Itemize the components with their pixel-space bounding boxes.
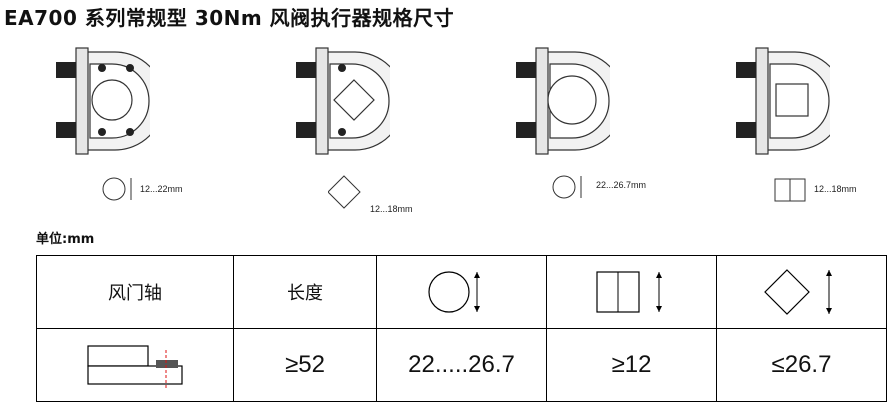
clamp-diamond-icon [296,47,390,155]
spec-table: 风门轴 长度 [36,255,887,402]
round-shaft-icon [552,175,582,199]
actuator-side-view [36,328,234,402]
clamp-round-large-icon [516,47,610,155]
diamond-shaft-icon [328,175,361,209]
diamond-shaft-icon [763,269,832,315]
spec-label: 22...26.7mm [596,180,647,190]
round-shaft-icon [427,271,480,313]
value-diamond: ≤26.7 [716,328,887,402]
clamp-drawing-round-large [510,42,610,162]
clamp-drawing-square [730,42,830,162]
header-square-shaft [546,255,717,329]
value-length: ≥52 [233,328,377,402]
round-shaft-icon [102,177,132,201]
value-square: ≥12 [546,328,717,402]
square-shaft-icon [774,178,806,202]
actuator-drawing-icon [87,345,183,388]
header-diamond-shaft [716,255,887,329]
spec-diamond: 12...18mm [328,174,428,218]
header-round-shaft [376,255,547,329]
spec-label: 12...22mm [140,184,183,194]
value-round: 22.....26.7 [376,328,547,402]
spec-round-large: 22...26.7mm [550,174,660,218]
header-length: 长度 [233,255,377,329]
spec-round-small: 12...22mm [100,174,200,218]
table-header-row: 风门轴 长度 [36,255,887,329]
clamp-round-icon [56,47,150,155]
spec-square: 12...18mm [774,174,884,218]
unit-label: 单位:mm [36,232,95,247]
spec-label: 12...18mm [370,204,413,214]
clamp-drawing-round-small [50,42,150,162]
clamp-drawing-square-diamond [290,42,390,162]
clamp-square-icon [736,47,830,155]
square-shaft-icon [595,271,662,313]
header-damper-shaft: 风门轴 [36,255,234,329]
page-title: EA700 系列常规型 30Nm 风阀执行器规格尺寸 [4,6,455,30]
spec-label: 12...18mm [814,184,857,194]
table-value-row: ≥52 22.....26.7 ≥12 ≤26.7 [36,328,887,402]
